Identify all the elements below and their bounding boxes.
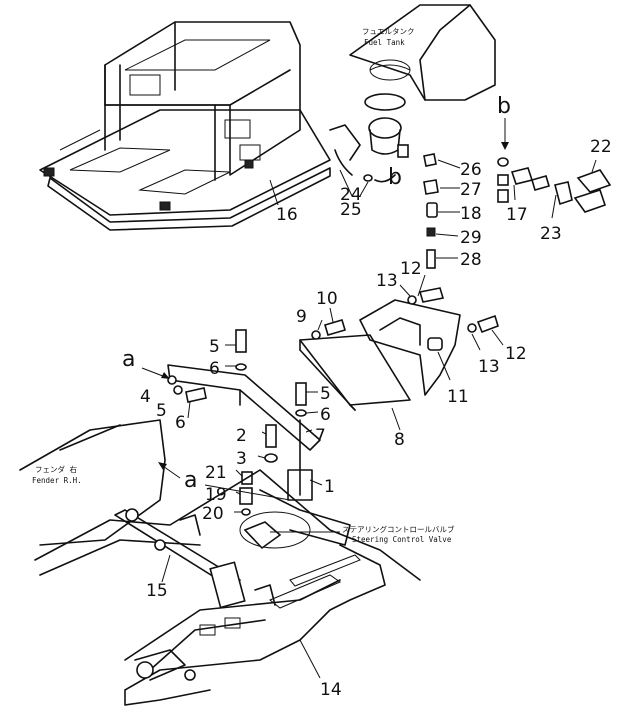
callout-19: 19 — [205, 485, 227, 505]
callout-5-left: 5 — [156, 401, 167, 421]
callout-6-top: 6 — [209, 359, 220, 379]
callout-25: 25 — [340, 200, 362, 220]
callout-8: 8 — [394, 430, 405, 450]
callout-28: 28 — [460, 250, 482, 270]
callout-20: 20 — [202, 504, 224, 524]
valve-note-jp: ステアリングコントロールバルブ — [342, 524, 455, 534]
callout-12-top: 12 — [400, 259, 422, 279]
fuel-tank-note-en: Fuel Tank — [364, 38, 405, 47]
fuel-tank-note-jp: フュエルタンク — [362, 27, 415, 36]
fender-floor — [19, 419, 421, 706]
callout-7: 7 — [315, 426, 326, 446]
callout-24: 24 — [340, 185, 362, 205]
callout-17: 17 — [506, 205, 528, 225]
callout-5-top: 5 — [209, 337, 220, 357]
callout-9: 9 — [296, 307, 307, 327]
callout-27: 27 — [460, 180, 482, 200]
callout-2: 2 — [236, 426, 247, 446]
callout-6-left: 6 — [175, 413, 186, 433]
callout-1: 1 — [324, 477, 335, 497]
callout-13-right: 13 — [478, 357, 500, 377]
callout-6-right: 6 — [320, 405, 331, 425]
fuel-fittings — [423, 153, 439, 269]
callout-26: 26 — [460, 160, 482, 180]
callout-12-right: 12 — [505, 344, 527, 364]
callout-11: 11 — [447, 387, 469, 407]
leader-lines — [141, 118, 597, 679]
callout-5-right: 5 — [320, 384, 331, 404]
callout-10: 10 — [316, 289, 338, 309]
letter-marks: b b a a — [122, 94, 511, 493]
callouts: 16 24 25 26 27 18 29 28 17 23 22 12 13 1… — [140, 137, 612, 700]
bracket-11 — [359, 287, 499, 396]
letter-a-fender: a — [184, 468, 197, 493]
callout-3: 3 — [236, 449, 247, 469]
callout-13-top: 13 — [376, 271, 398, 291]
valve-note-en: Steering Control Valve — [352, 535, 452, 544]
fitting-hose-group — [497, 157, 612, 213]
fuel-tank — [329, 4, 496, 183]
callout-22: 22 — [590, 137, 612, 157]
letter-b-mid: b — [388, 165, 402, 190]
cab-frame — [39, 21, 331, 231]
callout-23: 23 — [540, 224, 562, 244]
notes: フュエルタンク Fuel Tank フェンダ 右 Fender R.H. ステア… — [32, 27, 455, 544]
fender-note-jp: フェンダ 右 — [35, 464, 78, 474]
callout-14: 14 — [320, 680, 342, 700]
callout-15: 15 — [146, 581, 168, 601]
callout-21: 21 — [205, 463, 227, 483]
callout-29: 29 — [460, 228, 482, 248]
fender-note-en: Fender R.H. — [32, 476, 82, 485]
callout-18: 18 — [460, 204, 482, 224]
plate-8 — [299, 319, 411, 411]
letter-b-top: b — [497, 94, 511, 119]
callout-16: 16 — [276, 205, 298, 225]
letter-a-left: a — [122, 347, 135, 372]
callout-4: 4 — [140, 387, 151, 407]
